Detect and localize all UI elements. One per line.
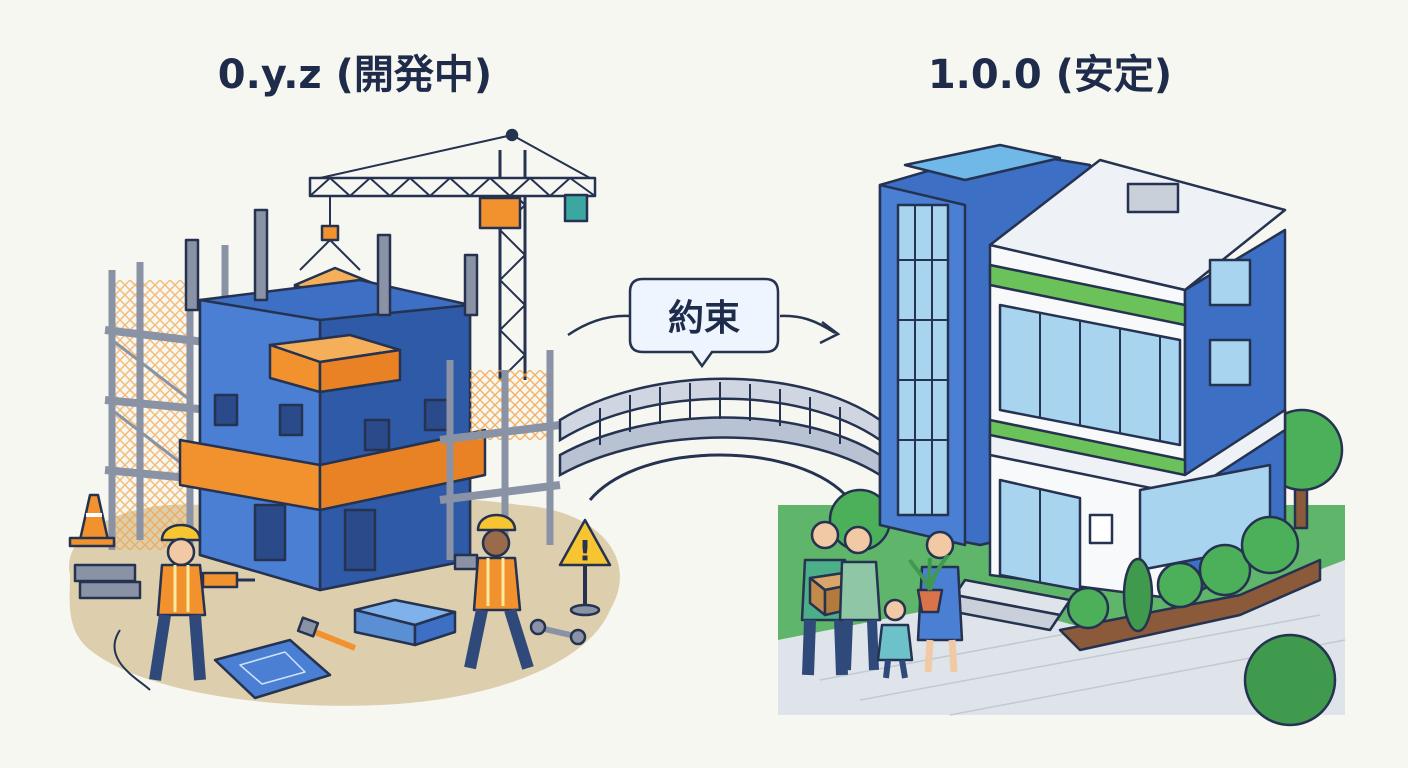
finished-site (778, 143, 1346, 727)
worker-left (113, 523, 255, 691)
tower-crane (299, 128, 597, 381)
worker-right (453, 513, 534, 670)
svg-text:!: ! (579, 534, 592, 567)
shrubs (1058, 515, 1337, 727)
arrow-head-icon (819, 321, 841, 345)
right-title: 1.0.0 (安定) (928, 52, 1172, 98)
bridge-label: 約束 (668, 298, 740, 339)
main-building (943, 158, 1287, 632)
blueprint (213, 638, 332, 700)
construction-site: ! (68, 128, 620, 706)
left-title: 0.y.z (開発中) (218, 52, 492, 98)
arrow-right-curve (779, 314, 836, 335)
warning-sign-icon: ! (558, 518, 612, 617)
promise-annotation (567, 277, 841, 369)
potted-plant (916, 588, 944, 614)
family (800, 520, 964, 679)
traffic-cone-icon (68, 493, 116, 548)
arrow-left-curve (567, 314, 631, 337)
building-under-construction (178, 208, 487, 592)
speech-bubble (628, 277, 780, 369)
wrench-icon (529, 618, 587, 646)
bridge (558, 377, 882, 501)
hammer-icon (296, 616, 357, 651)
building-blocks (73, 563, 457, 647)
paving (778, 560, 1345, 715)
